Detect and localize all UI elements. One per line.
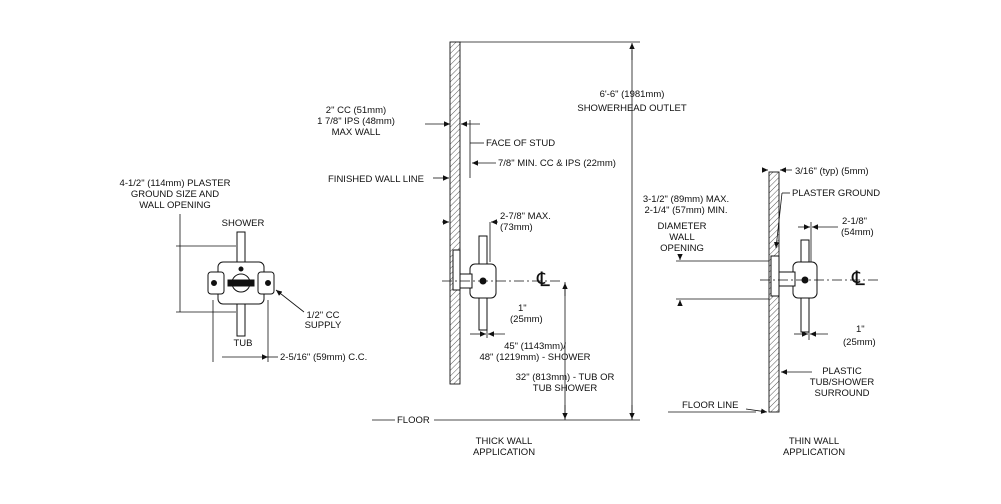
supply-label-1: 1/2" CC bbox=[307, 310, 340, 321]
valve-stem-bar bbox=[227, 279, 255, 287]
tub-height-label-2: TUB SHOWER bbox=[533, 383, 598, 394]
max-wall-label-3: MAX WALL bbox=[332, 127, 381, 138]
thick-one-inch-2: (25mm) bbox=[510, 314, 543, 325]
plaster-ground-label-3: WALL OPENING bbox=[139, 200, 211, 211]
thin-one-inch-2: (25mm) bbox=[843, 337, 876, 348]
front-view: 4-1/2" (114mm) PLASTER GROUND SIZE AND W… bbox=[120, 178, 368, 363]
thin-depth-label-2: (54mm) bbox=[841, 227, 874, 238]
max-wall-label-2: 1 7/8" IPS (48mm) bbox=[317, 116, 395, 127]
surround-label-3: SURROUND bbox=[815, 388, 870, 399]
finished-wall-line-label: FINISHED WALL LINE bbox=[328, 174, 424, 185]
tub-label: TUB bbox=[234, 338, 253, 349]
top-port-hole bbox=[238, 266, 244, 272]
shower-height-label-2: 48" (1219mm) - SHOWER bbox=[479, 352, 590, 363]
shower-height-label-1: 45" (1143mm)/ bbox=[504, 341, 566, 352]
diameter-label-3: OPENING bbox=[660, 243, 704, 254]
thick-lower-pipe bbox=[478, 297, 488, 331]
thin-wall-view: 3/16" (typ) (5mm) PLASTER GROUND 3-1/2" … bbox=[643, 166, 880, 458]
shower-label: SHOWER bbox=[222, 218, 265, 229]
thick-wall-section bbox=[449, 41, 461, 385]
plaster-ground-leader bbox=[773, 192, 783, 249]
max-wall-label-1: 2" CC (51mm) bbox=[326, 105, 386, 116]
showerhead-label-2: SHOWERHEAD OUTLET bbox=[577, 103, 686, 114]
thin-max-min-label-1: 3-1/2" (89mm) MAX. bbox=[643, 194, 729, 205]
thin-wall-caption-2: APPLICATION bbox=[783, 447, 845, 458]
min-cc-ips-label: 7/8" MIN. CC & IPS (22mm) bbox=[498, 158, 616, 169]
thin-depth-label-1: 2-1/8" bbox=[842, 216, 867, 227]
thin-wall-caption-1: THIN WALL bbox=[789, 436, 839, 447]
max-depth-label-2: (73mm) bbox=[500, 222, 533, 233]
thick-wall-caption-1: THICK WALL bbox=[476, 436, 533, 447]
tub-pipe bbox=[236, 301, 246, 337]
plaster-ground-label-1: 4-1/2" (114mm) PLASTER bbox=[120, 178, 231, 189]
thin-plaster-ground bbox=[770, 255, 780, 297]
floor-label: FLOOR bbox=[397, 415, 430, 426]
cc-spacing-label: 2-5/16" (59mm) C.C. bbox=[280, 352, 367, 363]
surround-label-1: PLASTIC bbox=[822, 366, 862, 377]
thick-wall-view: 2" CC (51mm) 1 7/8" IPS (48mm) MAX WALL … bbox=[317, 41, 687, 458]
typ-label: 3/16" (typ) (5mm) bbox=[795, 166, 869, 177]
plaster-ground-label-2: GROUND SIZE AND bbox=[131, 189, 219, 200]
right-inlet-hole bbox=[265, 280, 271, 286]
diameter-label-1: DIAMETER bbox=[657, 221, 706, 232]
thick-centerline-symbol: ℄ bbox=[536, 269, 550, 291]
thin-centerline-symbol: ℄ bbox=[851, 268, 865, 290]
floor-line-label: FLOOR LINE bbox=[682, 400, 739, 411]
floor-line-leader bbox=[745, 408, 768, 414]
tub-height-label-1: 32" (813mm) - TUB OR bbox=[516, 372, 615, 383]
supply-label-2: SUPPLY bbox=[305, 320, 342, 331]
thick-upper-pipe bbox=[478, 235, 488, 265]
shower-pipe bbox=[236, 231, 246, 263]
showerhead-label-1: 6'-6" (1981mm) bbox=[600, 89, 665, 100]
left-inlet-hole bbox=[211, 280, 217, 286]
surround-label-2: TUB/SHOWER bbox=[810, 377, 875, 388]
thin-lower-pipe bbox=[800, 297, 810, 333]
thin-valve-neck bbox=[778, 271, 796, 287]
thin-upper-pipe bbox=[800, 239, 810, 263]
diameter-label-2: WALL bbox=[669, 232, 695, 243]
thick-plaster-ground bbox=[452, 249, 461, 291]
supply-leader bbox=[275, 289, 305, 313]
thick-wall-caption-2: APPLICATION bbox=[473, 447, 535, 458]
face-of-stud-label: FACE OF STUD bbox=[486, 138, 555, 149]
thin-max-min-label-2: 2-1/4" (57mm) MIN. bbox=[644, 205, 727, 216]
thick-one-inch-1: 1" bbox=[518, 303, 527, 314]
plaster-ground-label: PLASTER GROUND bbox=[792, 188, 880, 199]
thin-one-inch-1: 1" bbox=[856, 324, 865, 335]
max-depth-label-1: 2-7/8" MAX. bbox=[500, 211, 551, 222]
